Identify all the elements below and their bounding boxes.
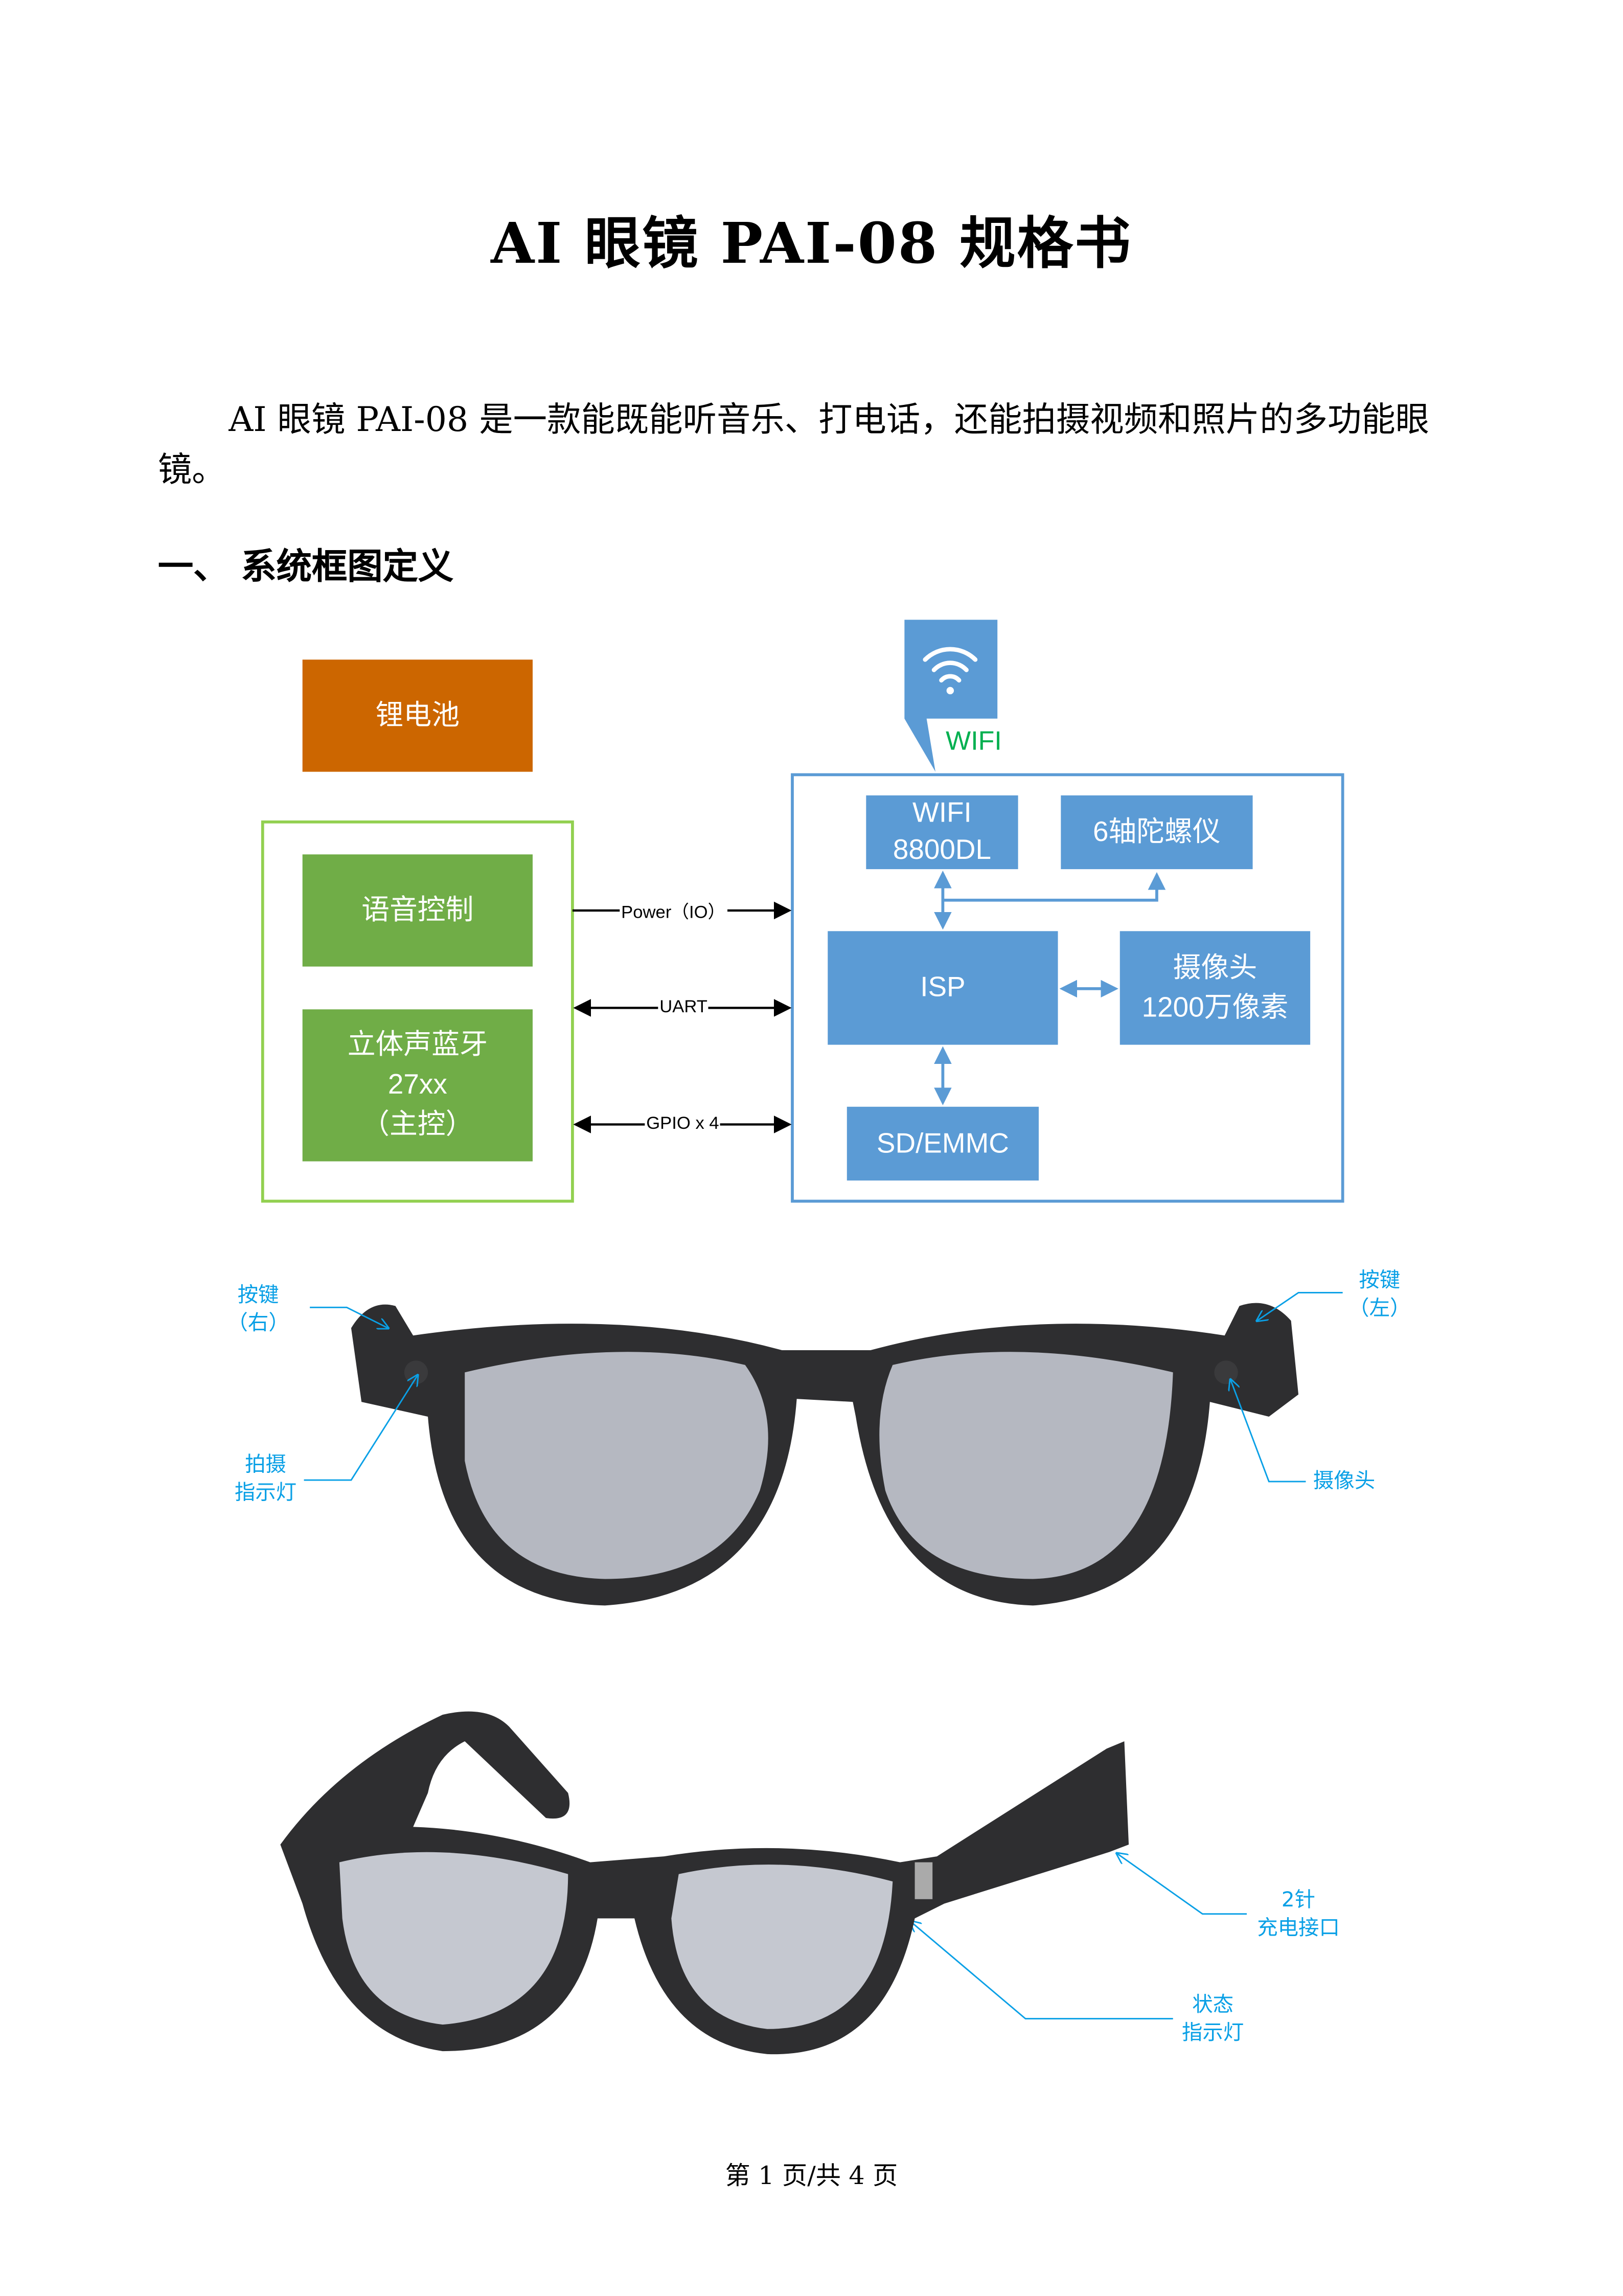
soc-group-outline <box>791 773 1344 1203</box>
camera-block: 摄像头 1200万像素 <box>1119 931 1311 1045</box>
label-line: 充电接口 <box>1257 1917 1340 1941</box>
label-line: 拍摄 <box>245 1453 286 1477</box>
button-left-label: 按键 （左） <box>1343 1267 1416 1324</box>
bt-line-3: （主控） <box>361 1109 474 1141</box>
camera-line-2: 1200万像素 <box>1141 992 1289 1024</box>
bluetooth-block: 立体声蓝牙 27xx （主控） <box>302 1009 533 1162</box>
wifi-icon <box>923 647 978 695</box>
label-line: 状态 <box>1192 1993 1234 2017</box>
label-line: 按键 <box>237 1284 279 1308</box>
section-heading: 一、 系统框图定义 <box>157 545 454 587</box>
voice-control-block: 语音控制 <box>302 854 533 967</box>
bt-line-1: 立体声蓝牙 <box>347 1030 488 1061</box>
capture-led-label: 拍摄指示灯 <box>224 1452 307 1508</box>
gpio-link-label: GPIO x 4 <box>645 1112 721 1133</box>
battery-block: 锂电池 <box>302 660 533 772</box>
storage-block: SD/EMMC <box>847 1106 1039 1181</box>
camera-label: 摄像头 <box>1313 1469 1376 1494</box>
wifi-chip-line-1: WIFI <box>912 798 972 830</box>
glasses-front-image <box>351 1303 1299 1606</box>
gyro-block: 6轴陀螺仪 <box>1061 795 1253 870</box>
page-footer: 第 1 页/共 4 页 <box>725 2162 898 2192</box>
button-right-label: 按键 （右） <box>221 1282 295 1338</box>
label-line: 2针 <box>1281 1889 1316 1913</box>
charge-port-label: 2针充电接口 <box>1247 1888 1350 1944</box>
label-line: 按键 <box>1359 1269 1401 1293</box>
label-line: （右） <box>227 1312 289 1336</box>
bt-line-2: 27xx <box>387 1070 447 1101</box>
wifi-chip-line-2: 8800DL <box>893 835 992 867</box>
wifi-chip-block: WIFI 8800DL <box>866 795 1018 870</box>
glasses-side-image <box>280 1711 1129 2055</box>
isp-block: ISP <box>828 931 1058 1045</box>
bluetooth-group-outline <box>261 820 574 1203</box>
label-line: （左） <box>1348 1297 1411 1321</box>
uart-link-label: UART <box>658 996 709 1017</box>
page-title: AI 眼镜 PAI-08 规格书 <box>491 209 1132 276</box>
camera-line-1: 摄像头 <box>1173 952 1258 984</box>
label-line: 指示灯 <box>1182 2021 1244 2045</box>
wifi-label: WIFI <box>946 726 1002 756</box>
power-link-label: Power（IO） <box>620 898 727 924</box>
label-line: 指示灯 <box>234 1481 297 1506</box>
intro-paragraph: AI 眼镜 PAI-08 是一款能既能听音乐、打电话，还能拍摄视频和照片的多功能… <box>157 401 1430 490</box>
status-led-label: 状态指示灯 <box>1173 1992 1253 2049</box>
